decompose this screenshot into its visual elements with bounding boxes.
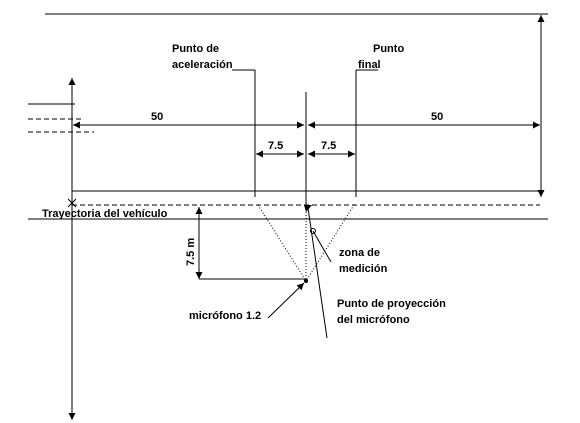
mic-distance-label: 7.5 m — [185, 238, 197, 266]
axis-cross-b — [67, 198, 77, 208]
right-7.5-label: 7.5 — [321, 140, 336, 152]
left-7.5-label: 7.5 — [268, 140, 283, 152]
microphone-label: micrófono 1.2 — [189, 310, 261, 322]
projection-label-1: Punto de proyección — [337, 298, 446, 310]
zone-label-1: zona de — [339, 247, 380, 259]
zone-leader — [312, 230, 332, 263]
left-50-label: 50 — [151, 111, 163, 123]
final-point-label-1: Punto — [373, 43, 404, 55]
microphone-icon — [304, 279, 308, 283]
right-50-label: 50 — [431, 111, 443, 123]
microphone-leader — [267, 282, 305, 319]
accel-point-label-2: aceleración — [172, 59, 233, 71]
zone-marker-circle — [310, 228, 316, 234]
vehicle-path-label: Trayectoria del vehículo — [42, 208, 168, 220]
zone-left-edge — [257, 204, 307, 282]
projection-leader — [307, 207, 328, 339]
projection-label-2: del micrófono — [337, 314, 410, 326]
zone-label-2: medición — [339, 263, 388, 275]
accel-point-label-1: Punto de — [172, 43, 219, 55]
final-point-label-2: final — [358, 59, 381, 71]
